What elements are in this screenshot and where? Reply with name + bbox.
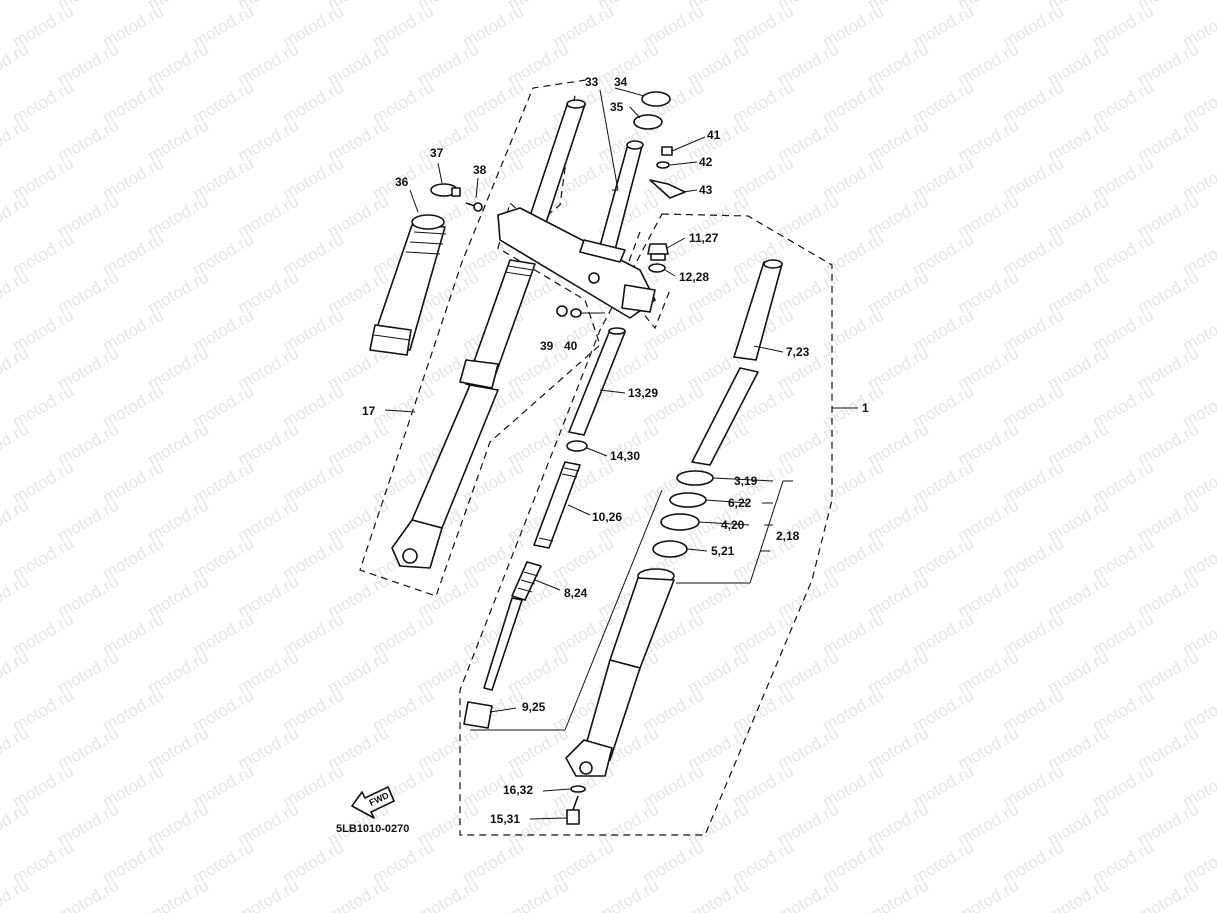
callout-11-27: 11,27 <box>689 231 719 245</box>
callout-6-22: 6,22 <box>728 496 752 510</box>
callout-34: 34 <box>614 75 628 89</box>
fwd-arrow-icon: FWD <box>351 786 395 819</box>
callout-10-26: 10,26 <box>592 510 622 524</box>
callout-16-32: 16,32 <box>503 783 533 797</box>
callout-38: 38 <box>473 163 487 177</box>
callout-4-20: 4,20 <box>721 518 745 532</box>
spacer-tube-part <box>568 327 626 436</box>
callout-14-30: 14,30 <box>610 449 640 463</box>
bearing-34-part <box>641 91 671 107</box>
outer-tube-part <box>565 568 675 777</box>
damper-rod-part <box>483 561 542 691</box>
steering-bracket-part <box>497 140 656 319</box>
fork-boot-part <box>369 214 447 356</box>
callout-35: 35 <box>610 100 624 114</box>
callout-13-29: 13,29 <box>628 386 658 400</box>
assembly-outline-1 <box>459 213 833 836</box>
bearing-35-part <box>633 114 663 130</box>
callout-40: 40 <box>564 339 578 353</box>
callout-12-28: 12,28 <box>679 270 709 284</box>
callout-1: 1 <box>862 401 869 415</box>
washer-part <box>669 492 707 508</box>
leader-lines <box>384 87 858 820</box>
callout-37: 37 <box>430 146 444 160</box>
callout-labels: 1 17 33 34 35 36 37 38 39 40 41 42 43 11… <box>362 75 869 826</box>
boot-clamp-part <box>430 183 461 197</box>
callout-8-24: 8,24 <box>564 586 588 600</box>
screw-39-part <box>556 305 568 317</box>
callout-39: 39 <box>540 339 554 353</box>
callout-33: 33 <box>585 75 599 89</box>
fork-assembly-left-part <box>391 99 586 569</box>
callout-5-21: 5,21 <box>711 544 735 558</box>
assembly-outline-17 <box>359 79 601 597</box>
callout-15-31: 15,31 <box>490 812 520 826</box>
washer-42-part <box>656 161 670 169</box>
o-ring-part <box>648 263 666 273</box>
callout-41: 41 <box>707 128 721 142</box>
oil-lock-piece-part <box>463 701 493 729</box>
inner-tube-part <box>691 259 783 466</box>
diagram-code: 5LB1010-0270 <box>336 823 409 835</box>
callout-3-19: 3,19 <box>734 474 758 488</box>
spring-seat-part <box>566 440 588 452</box>
callout-2-18: 2,18 <box>776 529 800 543</box>
clamp-screw-part <box>465 202 483 212</box>
oil-seal-part <box>660 513 700 531</box>
callout-43: 43 <box>699 183 713 197</box>
plate-43-part <box>649 179 686 199</box>
fork-spring-part <box>533 461 581 549</box>
bolt-41-part <box>661 146 673 156</box>
copper-washer-part <box>570 785 586 793</box>
callout-9-25: 9,25 <box>522 700 546 714</box>
washer-40-part <box>570 308 582 318</box>
callout-7-23: 7,23 <box>786 345 810 359</box>
cap-bolt-part <box>647 243 669 261</box>
drain-bolt-part <box>566 795 580 825</box>
dust-seal-part <box>652 540 688 558</box>
callout-17: 17 <box>362 404 376 418</box>
callout-42: 42 <box>699 155 713 169</box>
circlip-part <box>676 470 714 486</box>
callout-36: 36 <box>395 175 409 189</box>
